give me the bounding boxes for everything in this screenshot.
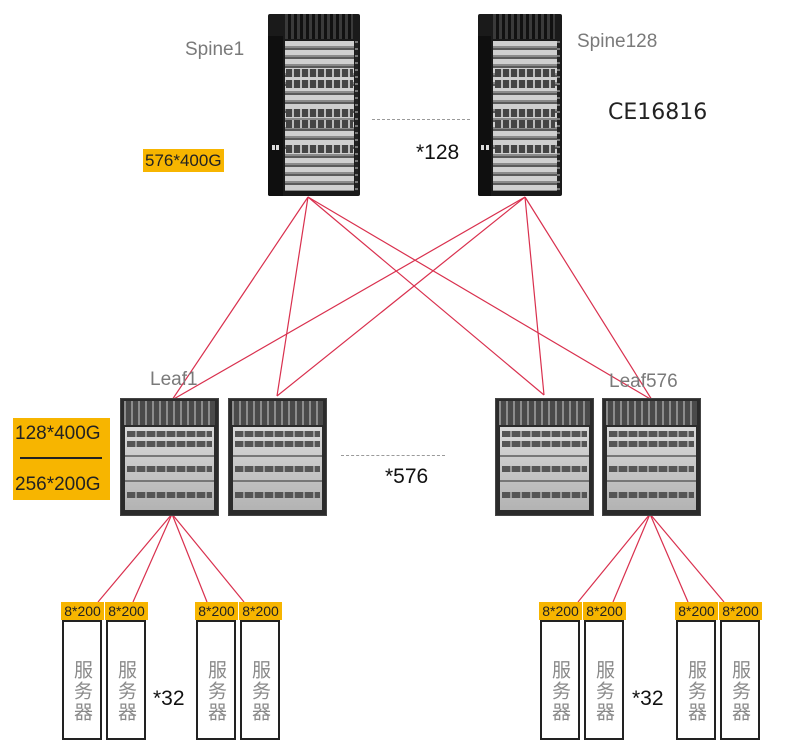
server-label: 服务器 — [729, 660, 751, 723]
server-port-badge: 8*200 — [539, 602, 582, 620]
leaf-count-label: *576 — [385, 465, 429, 488]
spine1-switch[interactable] — [268, 14, 360, 196]
server-port-badge: 8*200 — [675, 602, 718, 620]
spine-ellipsis-dashed-line — [372, 119, 470, 120]
leaf-server-link — [171, 513, 245, 603]
server[interactable]: 服务器 — [196, 620, 236, 740]
leaf-switch[interactable] — [602, 398, 701, 516]
server-port-badge: 8*200 — [583, 602, 626, 620]
server-count-label: *32 — [632, 687, 664, 710]
leaf-server-link — [612, 513, 651, 603]
server[interactable]: 服务器 — [676, 620, 716, 740]
leaf-uplink-ports: 128*400G — [15, 423, 101, 444]
spine-leaf-link — [276, 196, 526, 397]
server-label: 服务器 — [685, 660, 707, 723]
spine1-label: Spine1 — [185, 39, 245, 60]
leaf-port-badge: 128*400G 256*200G — [13, 418, 110, 500]
spine-leaf-link — [171, 196, 526, 401]
server-label: 服务器 — [71, 660, 93, 723]
server[interactable]: 服务器 — [240, 620, 280, 740]
spine-count-label: *128 — [416, 141, 460, 164]
spine-leaf-link — [307, 196, 653, 401]
server[interactable]: 服务器 — [540, 620, 580, 740]
server[interactable]: 服务器 — [106, 620, 146, 740]
leaf-server-link — [577, 513, 651, 603]
server-port-badge: 8*200 — [195, 602, 238, 620]
server[interactable]: 服务器 — [720, 620, 760, 740]
spine128-switch[interactable] — [478, 14, 562, 196]
leaf576-label: Leaf576 — [609, 371, 678, 392]
server[interactable]: 服务器 — [584, 620, 624, 740]
server-port-badge: 8*200 — [239, 602, 282, 620]
leaf-downlink-ports: 256*200G — [15, 474, 101, 495]
server-port-badge: 8*200 — [105, 602, 148, 620]
spine128-label: Spine128 — [577, 31, 658, 52]
server[interactable]: 服务器 — [62, 620, 102, 740]
server-count-label: *32 — [153, 687, 185, 710]
leaf-server-link — [171, 513, 208, 603]
leaf-switch[interactable] — [228, 398, 327, 516]
spine-leaf-link — [307, 196, 545, 396]
leaf-server-link — [649, 513, 725, 603]
spine-leaf-link — [524, 196, 545, 396]
server-label: 服务器 — [249, 660, 271, 723]
leaf1-label: Leaf1 — [150, 369, 198, 390]
spine-port-badge: 576*400G — [143, 149, 224, 172]
leaf-ellipsis-dashed-line — [341, 455, 445, 456]
server-port-badge: 8*200 — [719, 602, 762, 620]
server-label: 服务器 — [205, 660, 227, 723]
leaf-server-link — [97, 513, 173, 603]
spine-leaf-link — [171, 196, 309, 401]
server-port-badge: 8*200 — [61, 602, 104, 620]
leaf-switch[interactable] — [120, 398, 219, 516]
leaf-server-link — [132, 513, 173, 603]
spine-leaf-link — [276, 196, 309, 397]
leaf-server-link — [649, 513, 689, 603]
server-label: 服务器 — [115, 660, 137, 723]
server-label: 服务器 — [549, 660, 571, 723]
spine-leaf-link — [524, 196, 653, 401]
server-label: 服务器 — [593, 660, 615, 723]
switch-model-label: CE16816 — [608, 100, 708, 125]
leaf-switch[interactable] — [495, 398, 594, 516]
badge-divider — [20, 457, 102, 459]
